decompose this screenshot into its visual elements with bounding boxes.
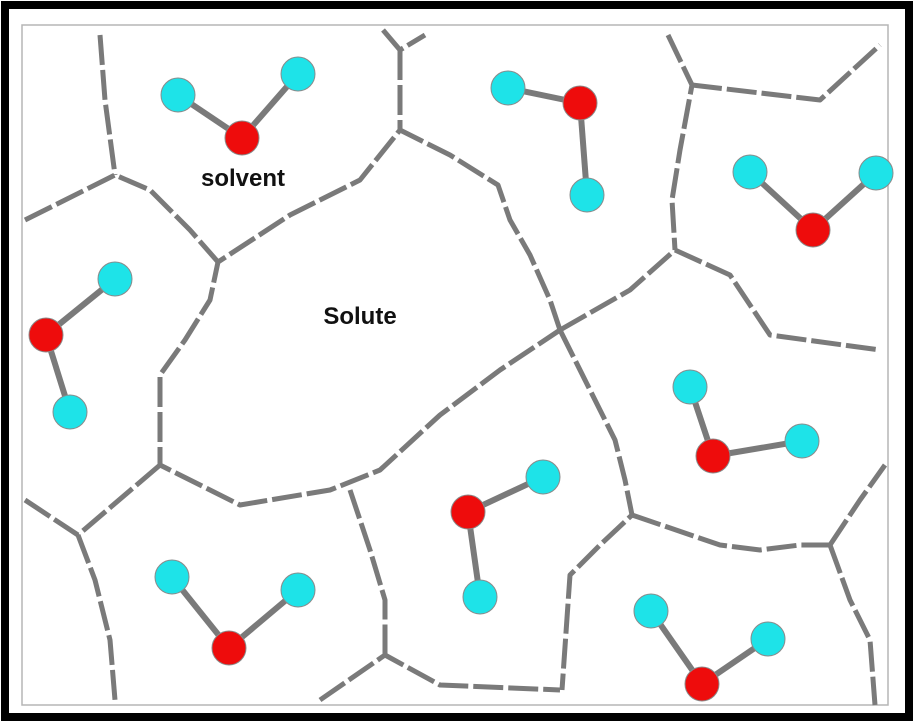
cell-wall-3 [381, 28, 427, 53]
solvent-molecule [672, 369, 820, 474]
hydrogen-atom [280, 56, 316, 92]
cell-wall-12 [557, 328, 635, 691]
hydrogen-atom [732, 154, 768, 190]
oxygen-atom [211, 630, 247, 666]
solute-label: Solute [323, 303, 396, 330]
cell-wall-10 [347, 489, 388, 655]
inner-border [21, 24, 889, 706]
cell-wall-8 [23, 463, 162, 538]
cell-wall-14 [827, 463, 888, 547]
hydrogen-atom [52, 394, 88, 430]
cell-wall-9 [75, 534, 118, 701]
solvent-molecule [633, 593, 786, 702]
oxygen-atom [695, 438, 731, 474]
hydrogen-atom [525, 459, 561, 495]
solvent-label: solvent [201, 165, 285, 192]
hydrogen-atom [672, 369, 708, 405]
cell-wall-2 [23, 172, 220, 264]
oxygen-atom [28, 317, 64, 353]
solvent-molecules [28, 56, 894, 702]
solvent-molecule [732, 154, 894, 248]
cell-wall-1 [97, 34, 118, 176]
cell-wall-5 [665, 33, 695, 251]
hydrogen-atom [750, 621, 786, 657]
cell-wall-11 [318, 652, 561, 703]
hydrogen-atom [462, 579, 498, 615]
cell-walls [23, 28, 888, 706]
hydrogen-atom [784, 423, 820, 459]
hydrogen-atom [160, 77, 196, 113]
cell-wall-13 [631, 512, 830, 553]
solvent-molecule [154, 559, 316, 666]
oxygen-atom [562, 85, 598, 121]
cell-wall-7 [558, 247, 881, 353]
solvent-molecule [28, 261, 133, 430]
hydrogen-atom [97, 261, 133, 297]
oxygen-atom [224, 120, 260, 156]
solvent-molecule [160, 56, 316, 156]
hydrogen-atom [280, 572, 316, 608]
cell-wall-15 [827, 544, 878, 706]
hydrogen-atom [569, 177, 605, 213]
cell-wall-6 [691, 43, 882, 103]
oxygen-atom [684, 666, 720, 702]
hydrogen-atom [490, 70, 526, 106]
oxygen-atom [450, 494, 486, 530]
solvent-molecule [490, 70, 605, 213]
solute-cavity-boundary [157, 127, 563, 508]
oxygen-atom [795, 212, 831, 248]
hydrogen-atom [633, 593, 669, 629]
hydrogen-atom [154, 559, 190, 595]
solvent-molecule [450, 459, 561, 615]
hydrogen-atom [858, 155, 894, 191]
